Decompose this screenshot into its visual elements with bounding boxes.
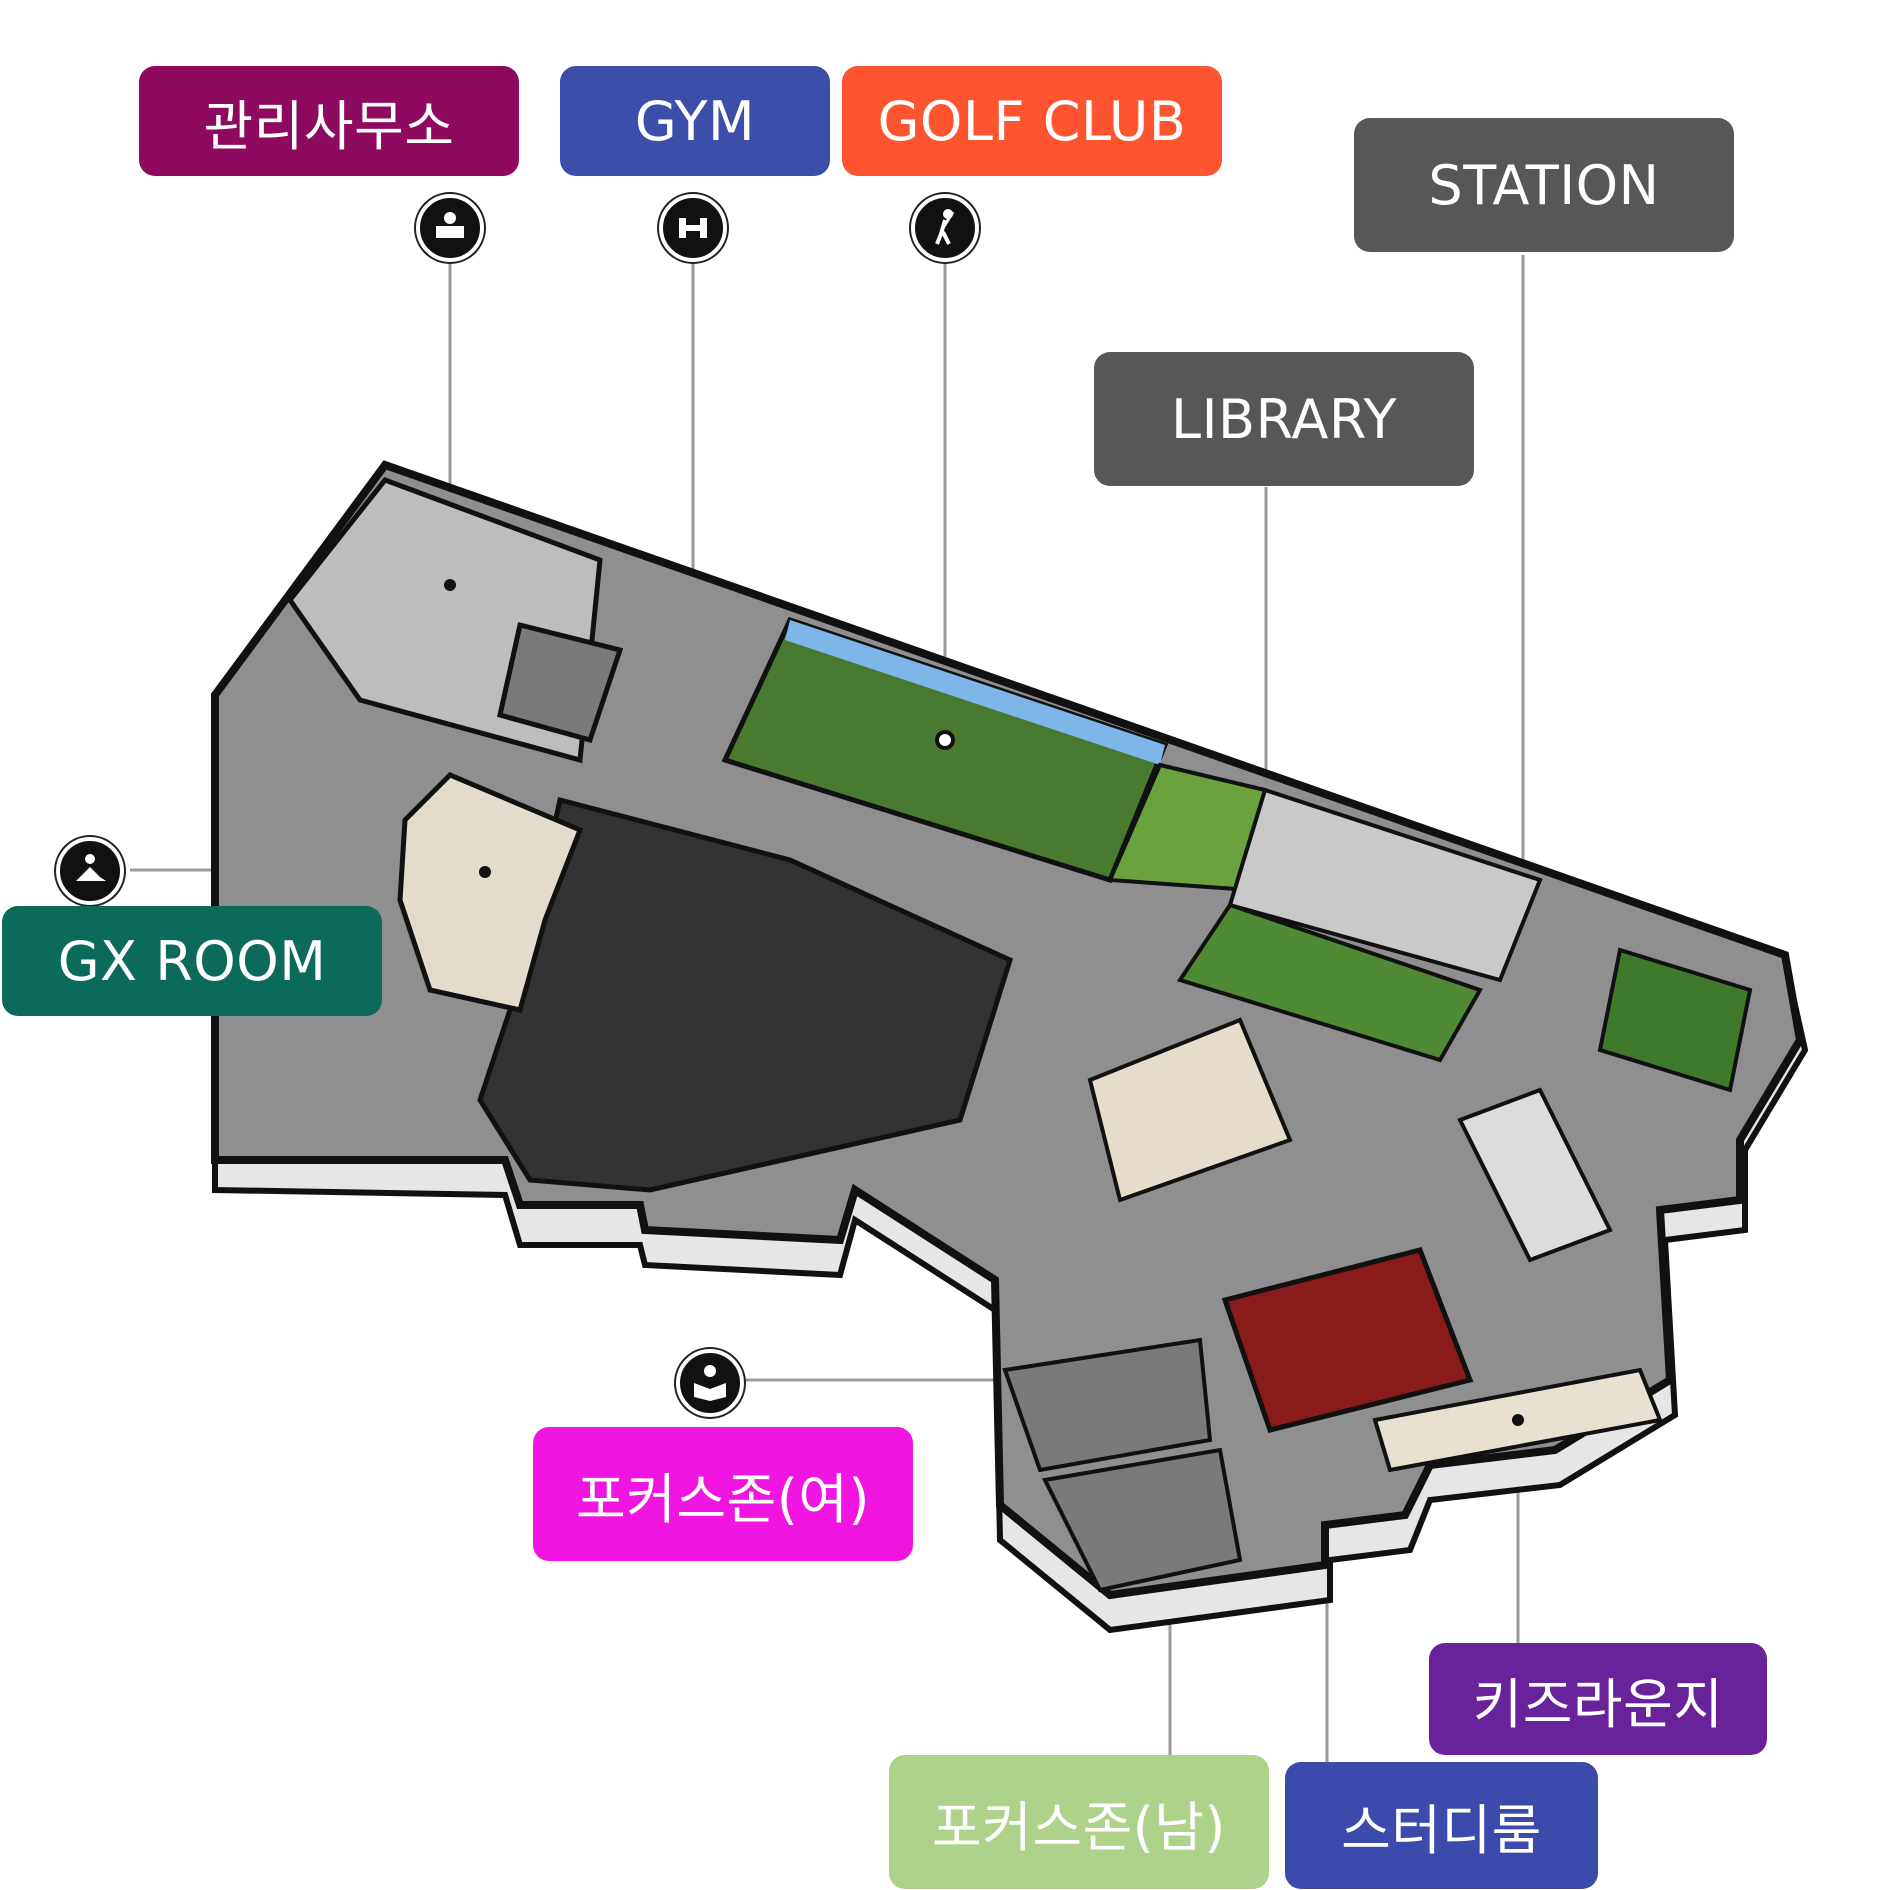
label-study-room: 스터디룸 xyxy=(1285,1762,1598,1889)
label-management-office: 관리사무소 xyxy=(139,66,519,176)
dumbbell-icon xyxy=(659,194,727,262)
label-focus-zone-male: 포커스존(남) xyxy=(889,1755,1269,1889)
reception-desk-icon xyxy=(416,194,484,262)
label-focus-zone-female: 포커스존(여) xyxy=(533,1427,913,1561)
label-golf-club: GOLF CLUB xyxy=(842,66,1222,176)
anchor-dots xyxy=(444,579,1524,1426)
label-library: LIBRARY xyxy=(1094,352,1474,486)
label-kids-lounge: 키즈라운지 xyxy=(1429,1643,1767,1755)
label-station: STATION xyxy=(1354,118,1734,252)
yoga-icon xyxy=(56,837,124,905)
golfer-icon xyxy=(911,194,979,262)
label-gx-room: GX ROOM xyxy=(2,906,382,1016)
label-gym: GYM xyxy=(560,66,830,176)
book-reader-icon xyxy=(676,1349,744,1417)
